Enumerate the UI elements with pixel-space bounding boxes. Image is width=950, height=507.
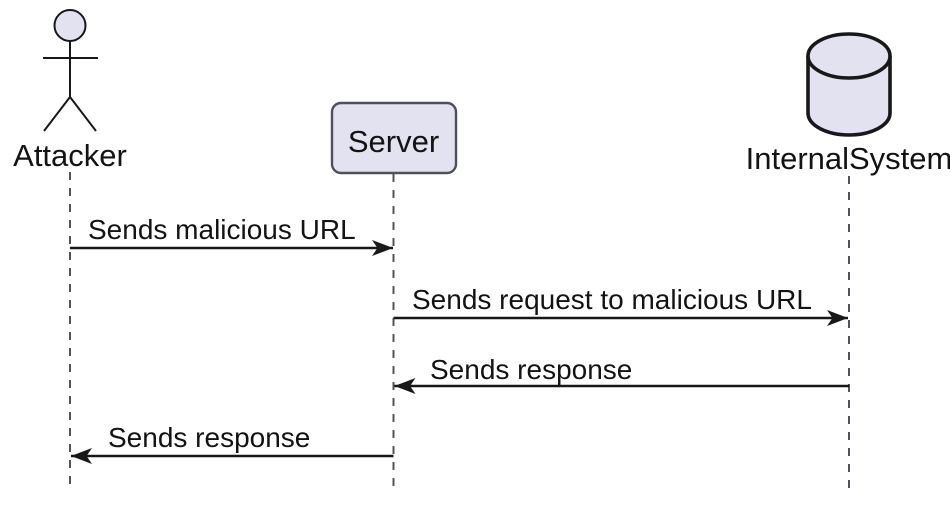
- database-internalsystem-icon: [806, 32, 892, 137]
- participant-label-server: Server: [348, 124, 439, 159]
- message-4-label: Sends response: [108, 422, 310, 453]
- participant-label-internalsystem: InternalSystem: [746, 141, 950, 176]
- message-2: Sends request to malicious URL: [393, 284, 848, 326]
- message-2-label: Sends request to malicious URL: [412, 284, 812, 315]
- message-1: Sends malicious URL: [70, 214, 393, 256]
- participant-label-attacker: Attacker: [13, 138, 127, 173]
- participant-server: Server: [330, 101, 458, 175]
- actor-attacker-icon: [43, 9, 98, 132]
- message-3: Sends response: [394, 354, 849, 394]
- message-3-label: Sends response: [430, 354, 632, 385]
- message-1-label: Sends malicious URL: [88, 214, 356, 245]
- message-4: Sends response: [71, 422, 394, 464]
